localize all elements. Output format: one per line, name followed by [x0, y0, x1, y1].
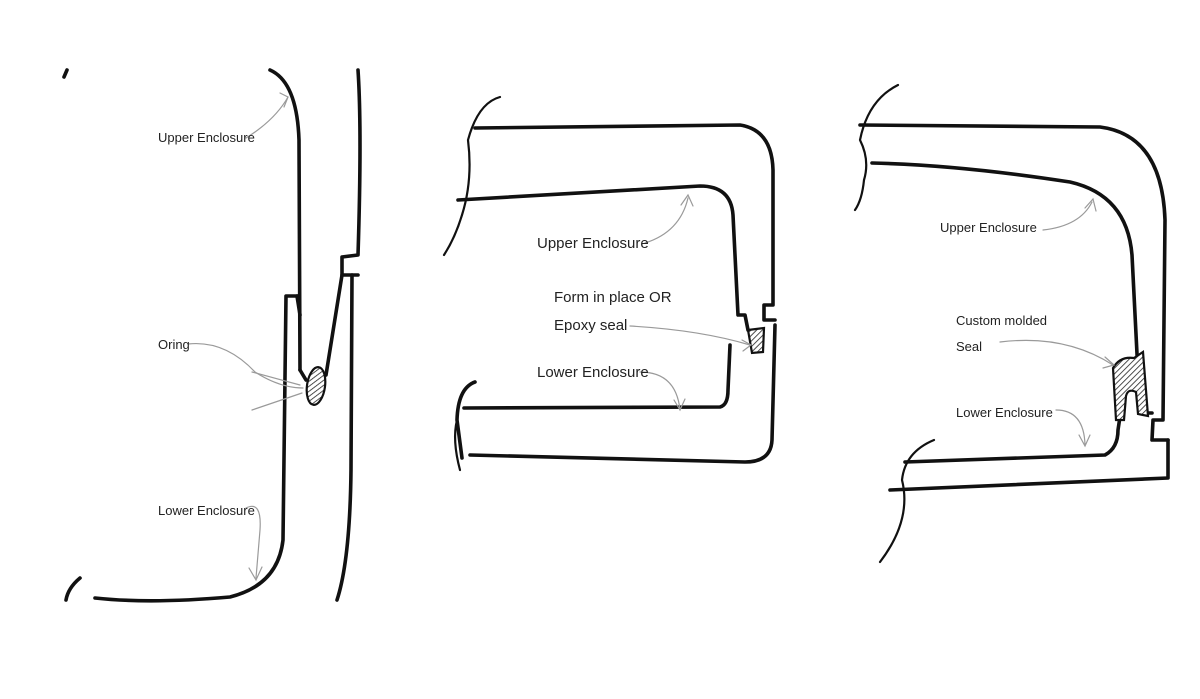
upper-enclosure-wall: [62, 68, 362, 382]
label-upper-enclosure: Upper Enclosure: [537, 235, 649, 252]
label-upper-enclosure: Upper Enclosure: [940, 220, 1037, 235]
panel-custom-molded: Upper Enclosure Custom molded Seal Lower…: [853, 83, 1170, 564]
label-custom-molded-line1: Custom molded: [956, 313, 1047, 328]
lower-enclosure-wall: [453, 323, 777, 472]
upper-enclosure-wall: [442, 95, 777, 332]
upper-enclosure-wall: [853, 83, 1170, 442]
lower-enclosure-wall: [64, 273, 354, 603]
label-lower-enclosure: Lower Enclosure: [537, 364, 649, 381]
custom-molded-seal: [1111, 350, 1150, 422]
label-oring: Oring: [158, 337, 190, 352]
panel-form-in-place: Upper Enclosure Form in place OR Epoxy s…: [442, 95, 777, 472]
label-lower-enclosure: Lower Enclosure: [956, 405, 1053, 420]
label-form-in-place-line1: Form in place OR: [554, 289, 672, 306]
label-custom-molded-line2: Seal: [956, 339, 982, 354]
leader-lines: [999, 197, 1116, 448]
label-upper-enclosure: Upper Enclosure: [158, 130, 255, 145]
leader-lines: [629, 193, 753, 412]
form-in-place-seal: [746, 326, 766, 355]
panel-oring: Upper Enclosure Oring Lower Enclosure: [62, 68, 362, 603]
leader-lines: [187, 92, 304, 582]
lower-enclosure-wall: [878, 388, 1170, 564]
label-form-in-place-line2: Epoxy seal: [554, 317, 627, 334]
label-lower-enclosure: Lower Enclosure: [158, 503, 255, 518]
oring-seal: [305, 366, 327, 406]
